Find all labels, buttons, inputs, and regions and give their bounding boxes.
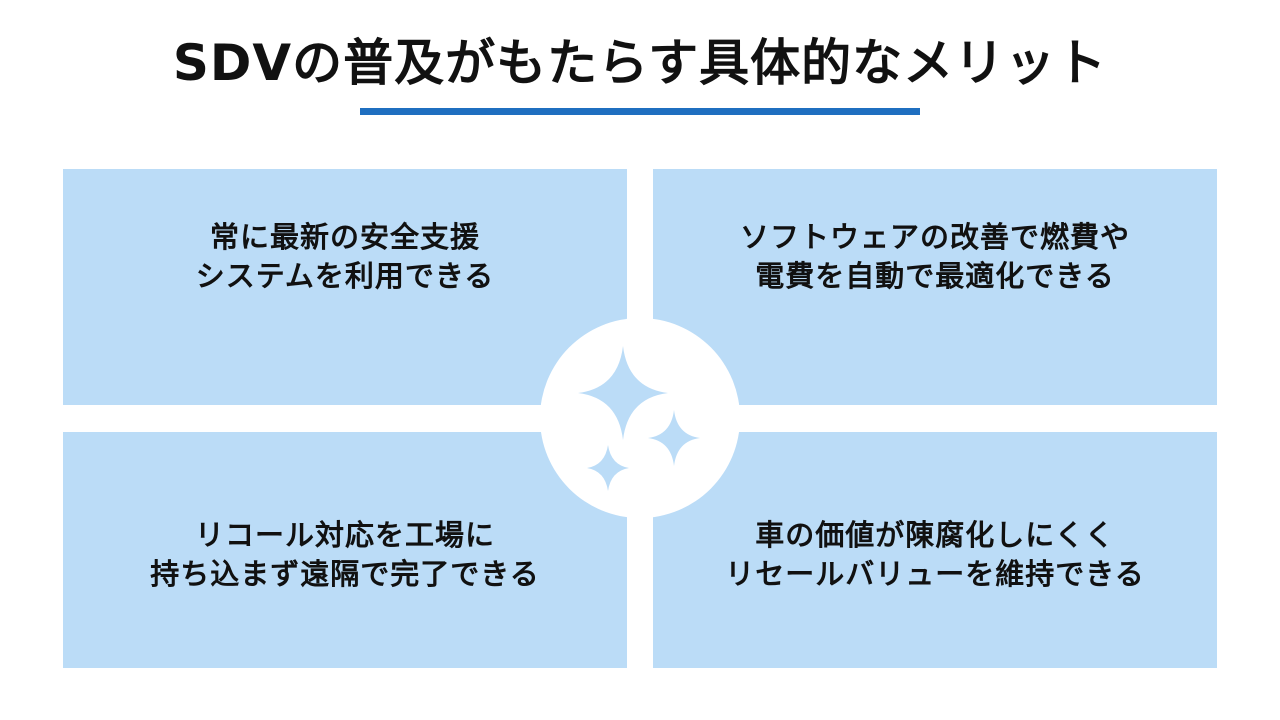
- benefit-card-text: 車の価値が陳腐化しにくく リセールバリューを維持できる: [725, 516, 1144, 594]
- small-sparkle-icon: [587, 445, 629, 491]
- benefit-card-line: システムを利用できる: [195, 259, 495, 293]
- benefit-card-line: リコール対応を工場に: [194, 518, 495, 552]
- benefit-card-text: ソフトウェアの改善で燃費や 電費を自動で最適化できる: [740, 218, 1130, 296]
- benefit-card-line: 電費を自動で最適化できる: [755, 259, 1115, 293]
- benefit-card-line: リセールバリューを維持できる: [725, 557, 1145, 591]
- benefit-card-recall: リコール対応を工場に 持ち込まず遠隔で完了できる: [63, 432, 627, 668]
- benefit-card-line: 持ち込まず遠隔で完了できる: [150, 557, 540, 591]
- benefit-card-resale: 車の価値が陳腐化しにくく リセールバリューを維持できる: [653, 432, 1217, 668]
- benefit-card-line: 車の価値が陳腐化しにくく: [755, 518, 1115, 552]
- benefit-card-efficiency: ソフトウェアの改善で燃費や 電費を自動で最適化できる: [653, 169, 1217, 405]
- sparkles-icon: [578, 346, 700, 491]
- benefit-card-text: 常に最新の安全支援 システムを利用できる: [196, 218, 495, 296]
- benefit-card-line: ソフトウェアの改善で燃費や: [739, 220, 1130, 254]
- title-underline: [360, 108, 920, 115]
- center-circle: [540, 318, 740, 518]
- benefit-card-safety: 常に最新の安全支援 システムを利用できる: [63, 169, 627, 405]
- page-title: SDVの普及がもたらす具体的なメリット: [172, 34, 1108, 92]
- benefit-card-line: 常に最新の安全支援: [209, 220, 480, 254]
- large-sparkle-icon: [578, 346, 668, 440]
- benefit-card-text: リコール対応を工場に 持ち込まず遠隔で完了できる: [150, 516, 539, 594]
- medium-sparkle-icon: [648, 410, 700, 466]
